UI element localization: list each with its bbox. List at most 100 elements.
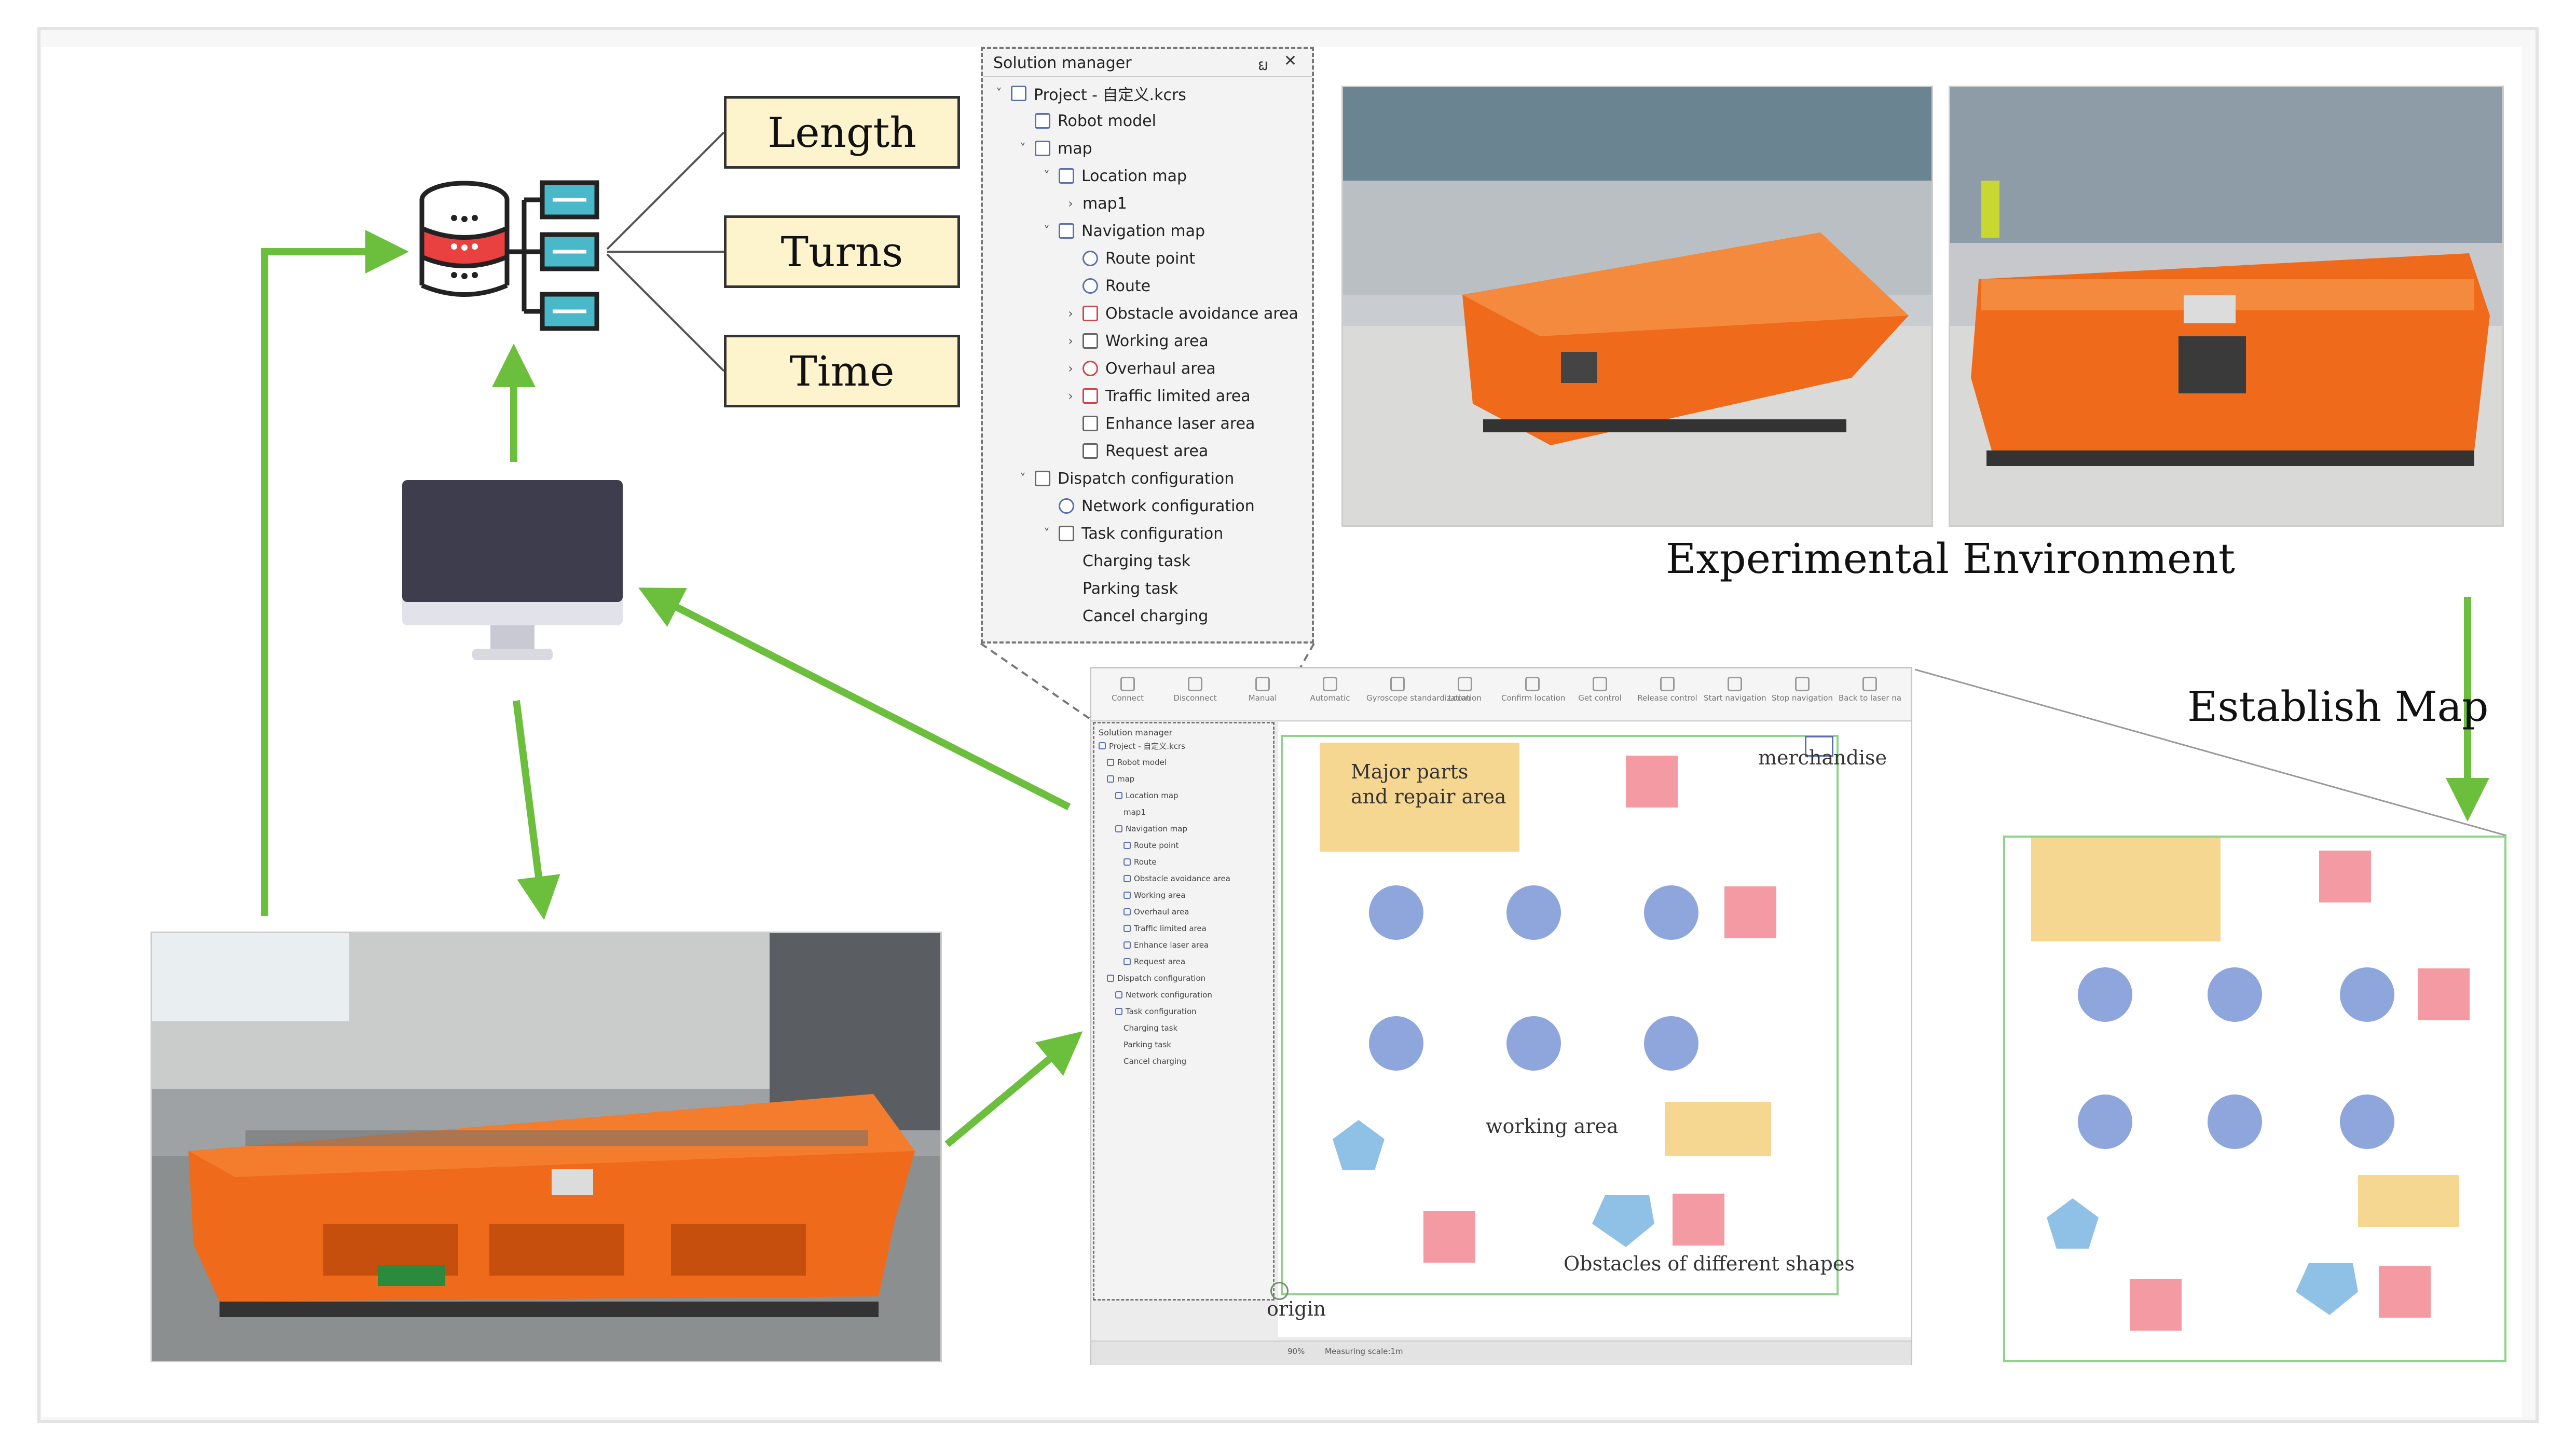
- mini-tree-item-label: Obstacle avoidance area: [1134, 874, 1230, 883]
- mini-tree-item[interactable]: Navigation map: [1115, 821, 1187, 837]
- mini-tree-item[interactable]: Obstacle avoidance area: [1123, 871, 1230, 886]
- toolbar-button[interactable]: Confirm location: [1501, 674, 1565, 718]
- chevron-down-icon[interactable]: ˅: [1044, 169, 1050, 183]
- tree-item[interactable]: Enhance laser area: [1064, 411, 1255, 436]
- obstacle-circle: [2078, 967, 2132, 1022]
- mini-tree-item[interactable]: Task configuration: [1115, 1004, 1197, 1019]
- close-icon[interactable]: ✕: [1284, 52, 1297, 70]
- arrow-robot-to-database: [261, 230, 409, 916]
- toolbar-button[interactable]: Disconnect: [1164, 674, 1226, 718]
- chevron-down-icon[interactable]: ˅: [996, 86, 1002, 101]
- tree-item-label: Enhance laser area: [1105, 414, 1255, 433]
- toolbar-button-label: Start navigation: [1704, 693, 1766, 703]
- toolbar-button-label: Get control: [1578, 693, 1622, 703]
- mini-tree-item[interactable]: Location map: [1115, 788, 1179, 803]
- metric-length: Length: [724, 96, 960, 169]
- metric-time: Time: [724, 335, 960, 407]
- mini-tree-item[interactable]: Overhaul area: [1123, 904, 1189, 920]
- tree-item[interactable]: ˅map: [1016, 136, 1092, 161]
- mini-tree-item[interactable]: Working area: [1123, 887, 1185, 903]
- tree-item[interactable]: ˅Dispatch configuration: [1016, 466, 1234, 491]
- chevron-down-icon[interactable]: ˅: [1020, 141, 1026, 156]
- chevron-down-icon[interactable]: ˅: [1044, 224, 1050, 238]
- mini-tree-item[interactable]: Route: [1123, 854, 1157, 870]
- obstacle-circle: [1644, 885, 1698, 940]
- tree-item[interactable]: ˅ Task configuration: [1040, 521, 1223, 546]
- tree-item[interactable]: Parking task: [1064, 576, 1178, 601]
- obstacle-square: [1423, 1211, 1475, 1263]
- tree-item-label: Task configuration: [1081, 524, 1224, 543]
- mini-tree-item[interactable]: map: [1107, 771, 1134, 787]
- map-boundary: [1281, 735, 1839, 1295]
- toolbar-button[interactable]: Release control: [1636, 674, 1698, 718]
- origin-marker: [1270, 1282, 1289, 1300]
- toolbar-button[interactable]: Back to laser na: [1839, 674, 1901, 718]
- tree-item[interactable]: ›map1: [1064, 191, 1127, 216]
- chevron-right-icon[interactable]: ›: [1068, 361, 1073, 376]
- tree-item[interactable]: ›Working area: [1064, 329, 1209, 353]
- tree-item[interactable]: › Traffic limited area: [1064, 384, 1251, 408]
- toolbar-button-label: Back to laser na: [1839, 693, 1902, 703]
- laser-area-icon: [1083, 416, 1098, 431]
- tree-item[interactable]: Charging task: [1064, 549, 1190, 573]
- tree-item[interactable]: ›Overhaul area: [1064, 356, 1216, 381]
- mini-tree-item[interactable]: Parking task: [1123, 1037, 1171, 1052]
- tree-item[interactable]: Robot model: [1016, 108, 1156, 133]
- tree-item-label: Parking task: [1083, 579, 1178, 598]
- project-icon: [1099, 742, 1106, 749]
- obstacle-area-icon: [1083, 306, 1098, 321]
- mini-tree-item[interactable]: Dispatch configuration: [1107, 970, 1205, 986]
- tree-item[interactable]: Route: [1064, 273, 1150, 298]
- toolbar-icon: [1593, 677, 1607, 691]
- mini-tree-item[interactable]: Request area: [1123, 954, 1185, 969]
- tree-item-label: Traffic limited area: [1105, 387, 1251, 405]
- tree-item[interactable]: Network configuration: [1040, 494, 1255, 518]
- mini-tree-item[interactable]: Project - 自定义.kcrs: [1099, 738, 1185, 754]
- mini-tree-item[interactable]: Robot model: [1107, 755, 1167, 770]
- mini-tree-item[interactable]: map1: [1123, 804, 1146, 820]
- tree-item[interactable]: › Obstacle avoidance area: [1064, 301, 1298, 326]
- merchandise-label: merchandise: [1758, 746, 1887, 769]
- tree-item[interactable]: ˅Location map: [1040, 163, 1187, 188]
- chevron-right-icon[interactable]: ›: [1068, 389, 1073, 403]
- tree-item-label: Obstacle avoidance area: [1105, 304, 1298, 323]
- chevron-right-icon[interactable]: ›: [1068, 196, 1073, 211]
- tree-item[interactable]: Cancel charging: [1064, 604, 1208, 628]
- toolbar-button[interactable]: Connect: [1097, 674, 1159, 718]
- tree-item[interactable]: Request area: [1064, 439, 1208, 463]
- toolbar-button[interactable]: Get control: [1569, 674, 1631, 718]
- toolbar-icon: [1188, 677, 1202, 691]
- toolbar-icon: [1390, 677, 1405, 691]
- mini-tree-item[interactable]: Network configuration: [1115, 987, 1212, 1003]
- chevron-right-icon[interactable]: ›: [1068, 306, 1073, 321]
- toolbar-icon: [1728, 677, 1742, 691]
- toolbar-icon: [1323, 677, 1337, 691]
- toolbar-button[interactable]: Gyroscope standardization: [1366, 674, 1471, 718]
- toolbar-button-label: Stop navigation: [1771, 693, 1833, 703]
- route-point-icon: [1083, 251, 1098, 266]
- mini-tree-item[interactable]: Route point: [1123, 838, 1179, 853]
- mini-tree-item-label: Location map: [1126, 791, 1179, 800]
- tree-item[interactable]: Route point: [1064, 246, 1195, 271]
- chevron-down-icon[interactable]: ˅: [1020, 471, 1026, 486]
- tree-item[interactable]: ˅Navigation map: [1040, 218, 1205, 243]
- mini-tree-item[interactable]: Enhance laser area: [1123, 937, 1209, 953]
- toolbar-button[interactable]: Automatic: [1299, 674, 1361, 718]
- chevron-right-icon[interactable]: ›: [1068, 334, 1073, 348]
- toolbar-button[interactable]: Start navigation: [1704, 674, 1766, 718]
- route-icon: [1083, 278, 1098, 294]
- mini-tree-item[interactable]: Charging task: [1123, 1020, 1177, 1036]
- pin-icon[interactable]: ຏ: [1258, 56, 1269, 74]
- solution-manager-panel[interactable]: Solution manager ຏ ✕ ˅Project - 自定义.kcrs…: [981, 47, 1314, 644]
- toolbar-button[interactable]: Location: [1434, 674, 1496, 718]
- tree-item[interactable]: ˅Project - 自定义.kcrs: [992, 81, 1186, 106]
- mini-tree-item[interactable]: Traffic limited area: [1123, 921, 1207, 936]
- mini-tree-item-label: Network configuration: [1126, 990, 1212, 1000]
- toolbar-button[interactable]: Manual: [1231, 674, 1294, 718]
- mini-tree-item[interactable]: Cancel charging: [1123, 1054, 1186, 1069]
- mini-tree-item-label: Task configuration: [1126, 1007, 1197, 1016]
- toolbar-button[interactable]: Stop navigation: [1771, 674, 1833, 718]
- chevron-down-icon[interactable]: ˅: [1044, 526, 1050, 541]
